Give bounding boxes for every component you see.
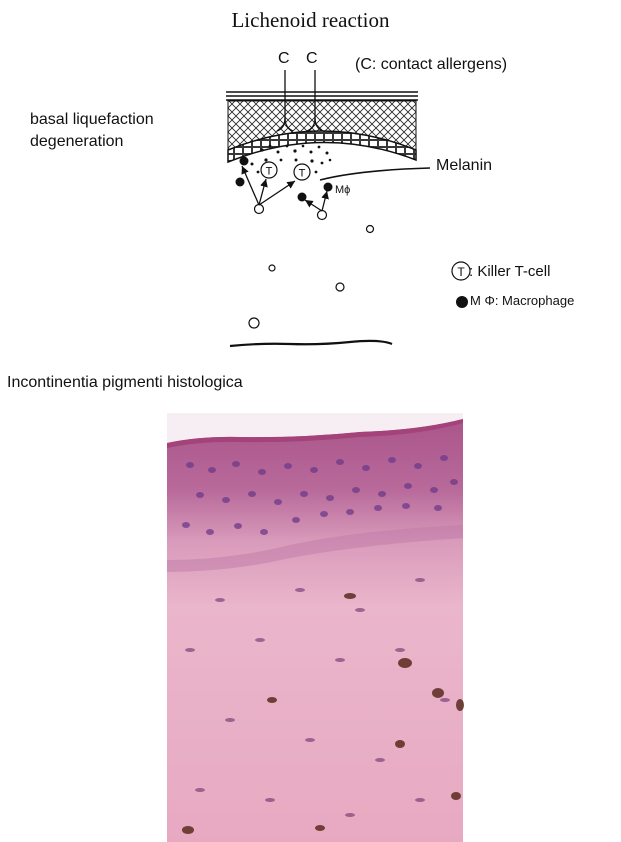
dermis-baseline: [230, 341, 392, 346]
histology-micrograph: [167, 413, 464, 842]
killer-t-cells: T T: [261, 162, 310, 180]
svg-text:T: T: [457, 265, 465, 279]
legend-symbols: T: [452, 262, 470, 308]
melanin-pointer: [320, 168, 430, 180]
legend-macrophage-dot: [456, 296, 468, 308]
epidermis-schematic: [226, 92, 418, 162]
open-cells: [249, 205, 374, 329]
svg-text:T: T: [266, 166, 273, 178]
svg-text:T: T: [299, 168, 306, 180]
migration-arrows: [242, 166, 327, 211]
macrophage-cells: [236, 157, 333, 202]
